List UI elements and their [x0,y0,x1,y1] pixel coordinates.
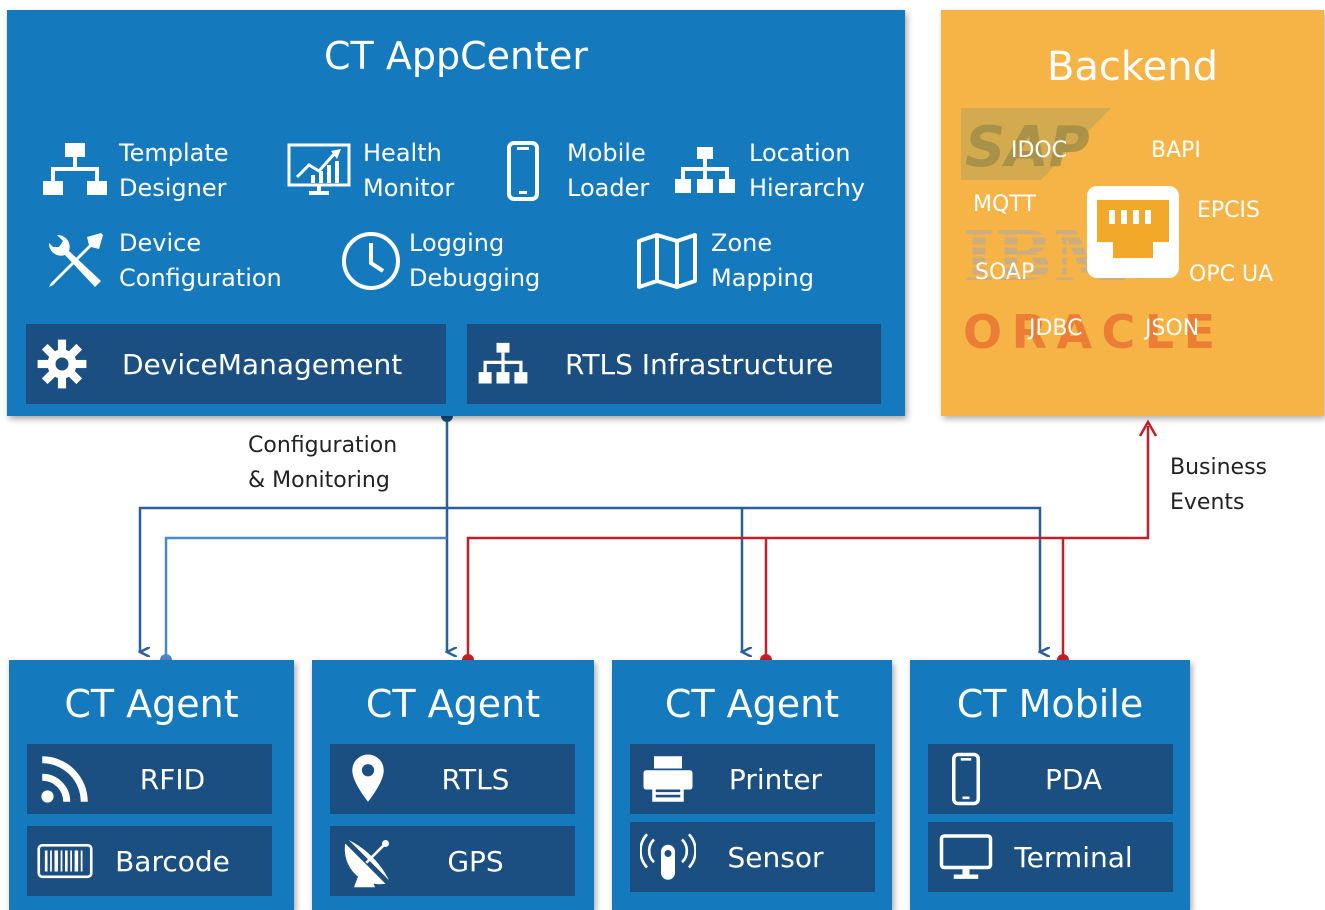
backend-title: Backend [1046,44,1219,90]
agent-item-label: Sensor [727,840,824,874]
agent-title: CT Agent [664,682,840,726]
mobile-phone-icon [952,752,980,806]
tool-location-hierarchy[interactable]: Location Hierarchy [673,136,865,206]
agent-item-printer[interactable]: Printer [630,744,875,814]
barcode-icon [37,843,93,879]
ethernet-port-tile [1087,186,1179,278]
tool-label: Logging Debugging [409,229,541,292]
satellite-dish-icon [344,840,389,888]
protocol-soap: SOAP [975,260,1035,285]
agent-panel-1: CT Agent RFID Barcode [9,660,294,910]
protocol-bapi: BAPI [1151,138,1201,163]
backend-panel: Backend SAP IBM ORACLE IDOC BAPI MQTT EP… [941,10,1324,416]
agent-item-label: Printer [728,762,823,796]
tool-template-designer[interactable]: Template Designer [43,136,229,206]
rss-icon [41,756,88,803]
bar-device-management[interactable]: DeviceManagement [26,324,446,404]
appcenter-panel: CT AppCenter Template Designer Health Mo… [7,10,905,416]
agent-panel-mobile: CT Mobile PDA Terminal [910,660,1190,910]
network-icon [478,342,528,384]
tool-label: Health Monitor [363,139,455,202]
mobile-phone-icon [507,141,539,201]
agent-title: CT Mobile [956,682,1144,726]
business-events-label: Business Events [1170,455,1268,515]
agent-item-pda[interactable]: PDA [928,744,1173,814]
agent-panel-3: CT Agent Printer Sensor [612,660,892,910]
agent-item-label: RFID [139,762,206,796]
agent-panel-2: CT Agent RTLS GPS [312,660,594,910]
gear-icon [37,339,87,389]
sitemap-icon [43,143,107,195]
business-events-lines [466,419,1158,660]
config-branch-left [140,506,447,652]
bar-label: RTLS Infrastructure [565,347,834,381]
bar-label: DeviceManagement [122,347,403,381]
config-trunk-line [445,416,1040,652]
tool-zone-mapping[interactable]: Zone Mapping [635,226,814,296]
agent-item-label: GPS [447,844,504,878]
events-arrowhead [1138,419,1158,437]
map-icon [637,233,697,289]
oracle-logo: ORACLE [963,306,1215,356]
agent-item-label: Barcode [115,844,230,878]
desktop-monitor-icon [939,834,993,879]
agent-item-barcode[interactable]: Barcode [27,826,272,896]
tool-logging-debugging[interactable]: Logging Debugging [339,226,540,296]
bar-rtls-infrastructure[interactable]: RTLS Infrastructure [467,324,881,404]
clock-icon [342,232,400,290]
appcenter-title: CT AppCenter [324,34,588,78]
tool-health-monitor[interactable]: Health Monitor [287,136,454,206]
tool-label: Mobile Loader [567,139,650,202]
status-return-line [164,536,447,660]
protocol-json: JSON [1145,316,1200,341]
protocol-opc-ua: OPC UA [1189,262,1274,287]
map-pin-icon [352,754,384,802]
ethernet-port-icon [1097,200,1169,258]
config-monitoring-label: Configuration & Monitoring [248,433,398,493]
tool-mobile-loader[interactable]: Mobile Loader [491,136,649,206]
tool-label: Template Designer [119,139,229,202]
agent-item-label: RTLS [441,762,510,796]
agent-item-label: PDA [1044,762,1103,796]
sap-logo: SAP [961,108,1111,180]
hierarchy-icon [675,147,735,193]
agent-item-sensor[interactable]: Sensor [630,822,875,892]
tool-device-configuration[interactable]: Device Configuration [43,226,282,296]
protocol-idoc: IDOC [1011,138,1068,163]
protocol-jdbc: JDBC [1029,316,1083,341]
config-monitoring-lines [140,416,1040,660]
events-bus-line [466,426,1150,660]
agent-item-terminal[interactable]: Terminal [928,822,1173,892]
printer-icon [643,756,693,802]
sensor-icon [640,833,696,880]
agent-item-rtls[interactable]: RTLS [330,744,575,814]
tool-label: Device Configuration [119,229,282,292]
tool-label: Location Hierarchy [749,139,866,202]
protocol-mqtt: MQTT [973,192,1036,217]
agent-title: CT Agent [64,682,239,726]
chart-monitor-icon [287,143,351,195]
wrench-screwdriver-icon [48,233,103,287]
agent-item-gps[interactable]: GPS [330,826,575,896]
protocol-epcis: EPCIS [1197,198,1260,223]
agent-title: CT Agent [365,682,541,726]
agent-item-rfid[interactable]: RFID [27,744,272,814]
svg-text:SAP: SAP [965,115,1090,180]
tool-label: Zone Mapping [711,229,814,292]
agent-item-label: Terminal [1014,840,1133,874]
